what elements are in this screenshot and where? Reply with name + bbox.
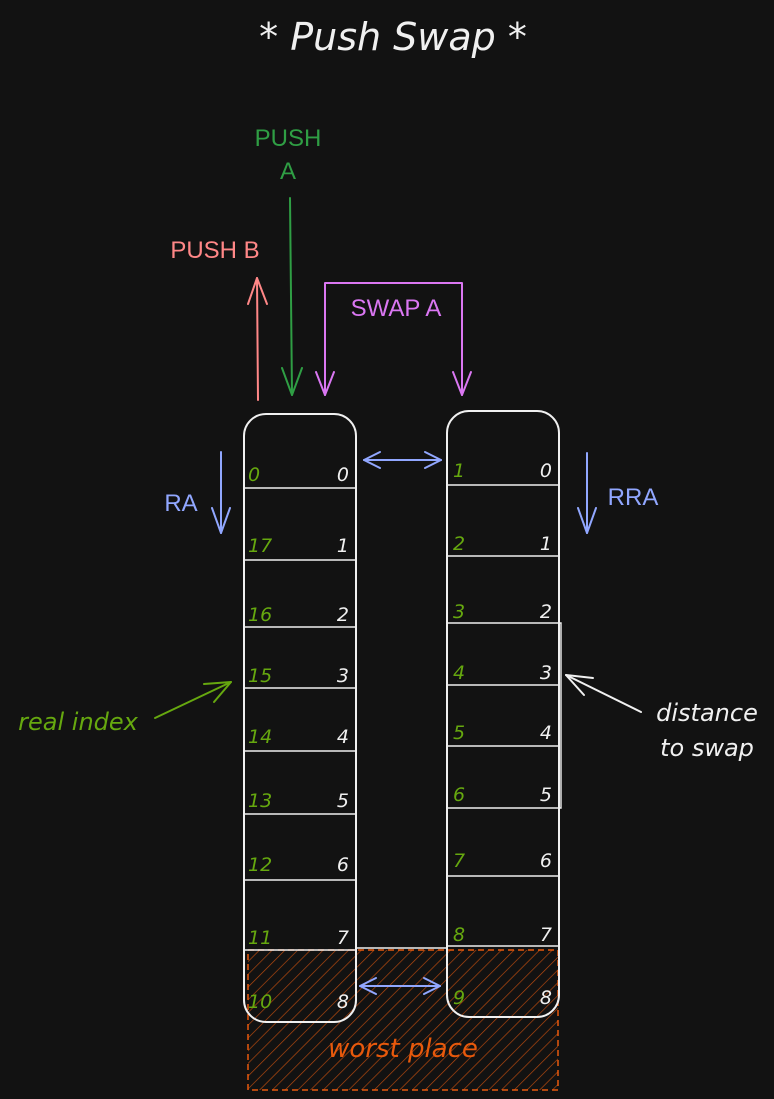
stack-b-real-index: 8 [453,924,465,946]
stack-a-real-index: 13 [248,790,272,812]
stack-a-position: 7 [337,927,349,949]
stack-b-position: 2 [540,601,552,623]
distance-annotation: distance to swap [565,674,758,762]
push-a-arrow [281,197,303,396]
stack-a-real-index: 11 [248,927,272,949]
stack-a-real-index: 15 [248,665,272,687]
real-index-label: real index [18,708,139,736]
stack-a-position: 6 [337,854,349,876]
push-a-annotation: PUSH A [255,125,322,396]
stack-a-position: 8 [337,991,349,1013]
stack-b-real-index: 3 [453,601,465,623]
stack-b-real-index: 5 [453,722,465,744]
real-index-annotation: real index [18,681,232,736]
worst-place-label: worst place [328,1034,478,1064]
push-a-label-line2: A [280,158,296,185]
stack-a-position: 2 [337,604,349,626]
diagram-title: * Push Swap * [259,15,527,59]
stack-b-real-index: 6 [453,784,465,806]
push-a-label-line1: PUSH [255,125,322,152]
stack-a-real-index: 10 [248,991,272,1013]
stack-b-position: 7 [540,924,552,946]
stack-a-position: 3 [337,665,349,687]
stack-b-real-index: 1 [453,460,465,482]
swap-a-label: SWAP A [351,295,442,322]
stack-a-real-index: 17 [248,535,272,557]
stack-b-real-index: 2 [453,533,465,555]
stack-b-position: 5 [540,784,552,806]
distance-arrow [565,674,642,713]
stack-b-dividers [447,484,559,947]
top-swap-double-arrow [363,451,442,469]
stack-a-position: 0 [337,464,349,486]
real-index-arrow [154,681,232,719]
ra-label: RA [164,490,197,517]
stack-a-real-index: 12 [248,854,272,876]
stack-a-real-index: 14 [248,726,272,748]
stack-b-position: 3 [540,662,552,684]
stack-a-real-index: 16 [248,604,272,626]
stack-b-position: 6 [540,850,552,872]
push-b-annotation: PUSH B [170,237,268,401]
bottom-swap-double-arrow [359,977,441,995]
stack-a-real-index: 0 [248,464,260,486]
ra-arrow [211,451,231,534]
distance-bracket [559,622,562,809]
rra-label: RRA [608,484,659,511]
stack-b-real-index: 7 [453,850,465,872]
stack-b-position: 8 [540,987,552,1009]
worst-place-zone: worst place [247,949,559,1091]
stack-a-dividers [244,487,356,951]
rra-arrow [577,452,597,534]
push-b-arrow [247,277,268,401]
stack-b-position: 0 [540,460,552,482]
distance-label-line1: distance [656,699,758,727]
stack-b: 1 0 2 1 3 2 4 3 5 4 6 5 7 6 8 7 9 8 [446,410,560,1018]
swap-a-annotation: SWAP A [315,282,472,396]
ra-annotation: RA [164,451,231,534]
swap-a-arrow [315,282,472,396]
stack-b-real-index: 4 [453,662,465,684]
distance-label-line2: to swap [660,734,754,762]
stack-a-position: 1 [337,535,349,557]
stack-b-position: 1 [540,533,552,555]
push-b-label: PUSH B [170,237,259,264]
stack-a: 0 0 17 1 16 2 15 3 14 4 13 5 12 6 11 7 10 8 [243,413,357,1023]
stack-b-position: 4 [540,722,552,744]
stack-a-position: 4 [337,726,349,748]
stack-a-position: 5 [337,790,349,812]
stack-b-real-index: 9 [453,987,465,1009]
rra-annotation: RRA [577,452,659,534]
